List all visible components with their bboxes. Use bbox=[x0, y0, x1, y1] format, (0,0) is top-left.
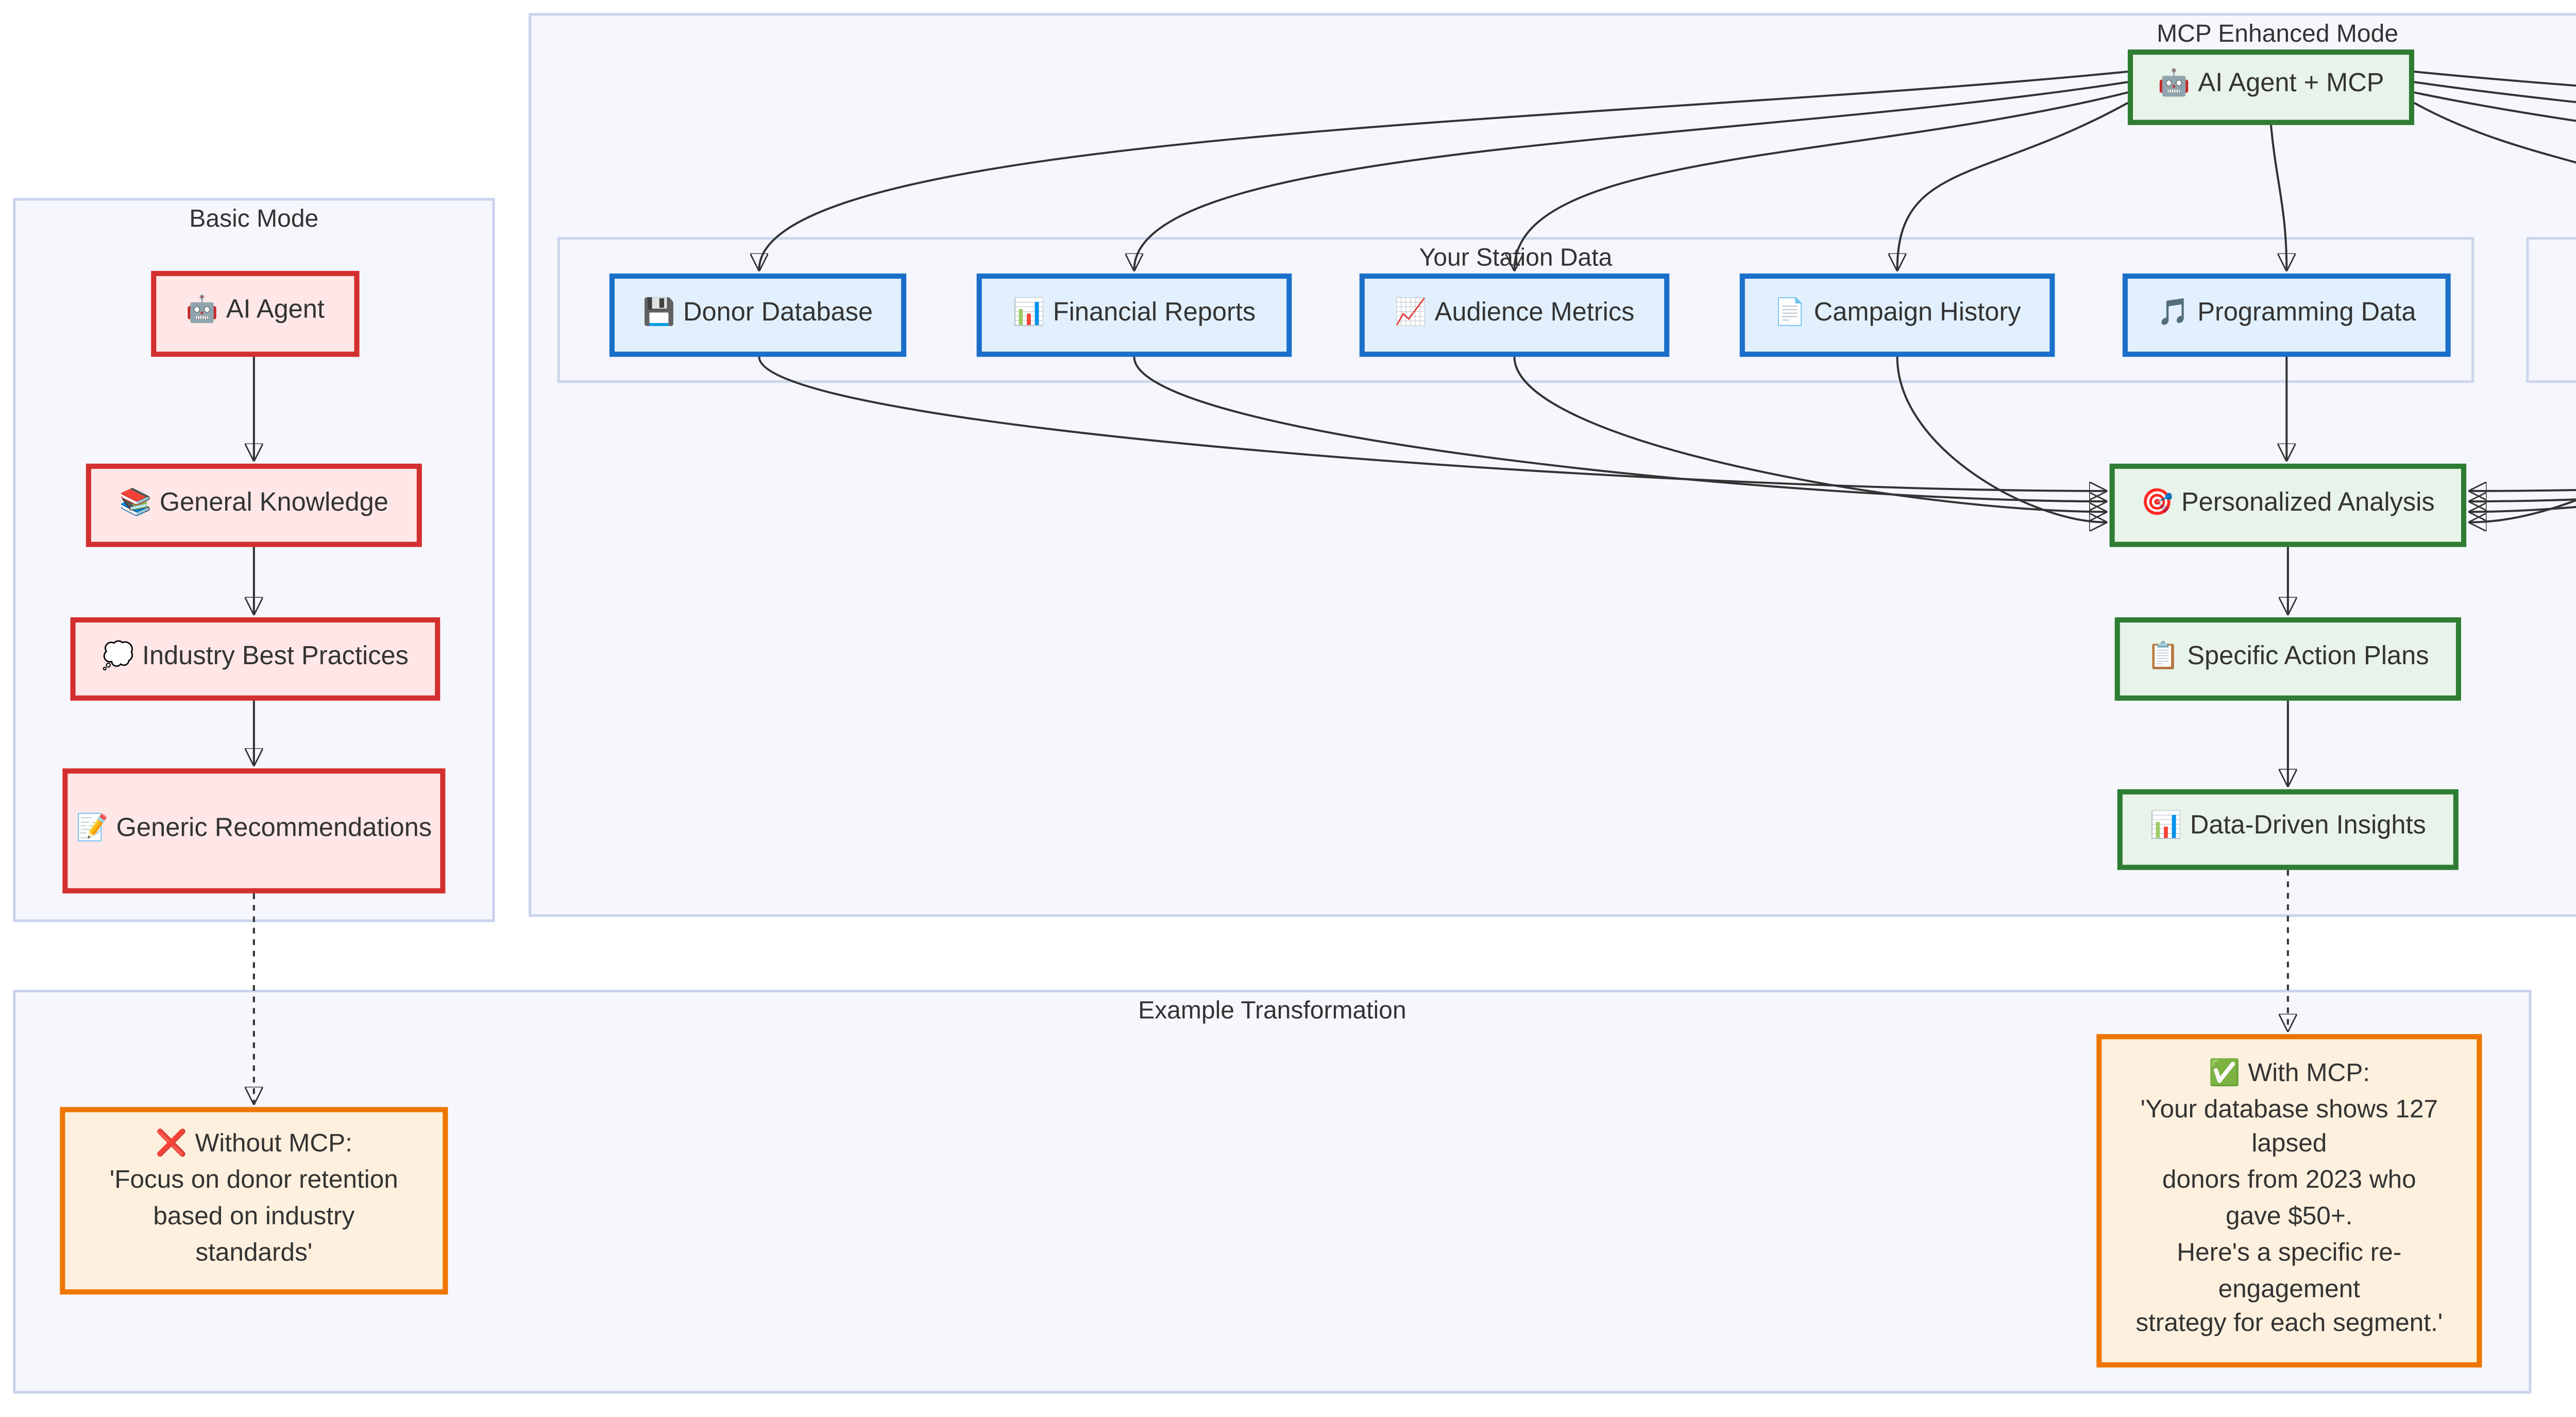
node-label: Personalized Analysis bbox=[2181, 489, 2435, 518]
node-label: AI Agent + MCP bbox=[2198, 71, 2384, 100]
node-label: General Knowledge bbox=[159, 489, 388, 518]
note-text-line: Here's a specific re- bbox=[2177, 1239, 2402, 1268]
cluster-title-live-connections: Live Connections bbox=[2529, 245, 2576, 274]
node-without-mcp: ❌Without MCP: 'Focus on donor retention … bbox=[60, 1107, 448, 1295]
chart-increasing-icon: 📈 bbox=[1394, 299, 1427, 328]
note-text-line: engagement bbox=[2218, 1275, 2361, 1304]
node-data-driven-insights: 📊 Data-Driven Insights bbox=[2117, 789, 2459, 870]
note-text-line: standards' bbox=[195, 1239, 313, 1268]
books-icon: 📚 bbox=[119, 489, 152, 518]
musical-note-icon: 🎵 bbox=[2157, 299, 2190, 328]
robot-icon: 🤖 bbox=[2158, 71, 2191, 100]
node-label: Financial Reports bbox=[1053, 299, 1256, 328]
memo-icon: 📝 bbox=[76, 814, 109, 844]
node-label: Industry Best Practices bbox=[142, 643, 409, 671]
node-audience-metrics: 📈Audience Metrics bbox=[1359, 273, 1670, 357]
note-text-line: lapsed bbox=[2251, 1131, 2327, 1160]
node-personalized-analysis: 🎯Personalized Analysis bbox=[2109, 463, 2467, 547]
bar-chart-icon: 📊 bbox=[2149, 813, 2182, 842]
node-generic-recommendations: 📝Generic Recommendations bbox=[62, 768, 446, 893]
cluster-title-example-transformation: Example Transformation bbox=[1138, 998, 1406, 1026]
note-text-line: donors from 2023 who bbox=[2162, 1167, 2416, 1196]
note-text-line: based on industry bbox=[153, 1203, 355, 1233]
robot-icon: 🤖 bbox=[185, 297, 218, 327]
note-title: With MCP: bbox=[2248, 1059, 2370, 1089]
node-label: Generic Recommendations bbox=[116, 814, 432, 844]
node-label: AI Agent bbox=[226, 297, 325, 327]
node-financial-reports: 📊 Financial Reports bbox=[976, 273, 1292, 357]
node-programming-data: 🎵Programming Data bbox=[2122, 273, 2451, 357]
node-label: Data-Driven Insights bbox=[2190, 813, 2426, 842]
node-label: Campaign History bbox=[1814, 299, 2021, 328]
page-icon: 📄 bbox=[1773, 299, 1806, 328]
note-text-line: 'Focus on donor retention bbox=[109, 1167, 398, 1196]
node-label: Donor Database bbox=[683, 299, 873, 328]
node-label: Audience Metrics bbox=[1434, 299, 1635, 328]
node-general-knowledge: 📚General Knowledge bbox=[86, 463, 422, 547]
floppy-disk-icon: 💾 bbox=[642, 299, 675, 328]
node-label: Programming Data bbox=[2197, 299, 2416, 328]
target-icon: 🎯 bbox=[2141, 489, 2174, 518]
note-title: Without MCP: bbox=[195, 1131, 353, 1160]
clipboard-icon: 📋 bbox=[2147, 643, 2180, 671]
cluster-live-connections: Live Connections bbox=[2526, 237, 2576, 383]
bar-chart-icon: 📊 bbox=[1012, 299, 1045, 328]
node-specific-action-plans: 📋Specific Action Plans bbox=[2114, 617, 2461, 701]
note-text-line: 'Your database shows 127 bbox=[2140, 1095, 2438, 1124]
node-campaign-history: 📄 Campaign History bbox=[1739, 273, 2055, 357]
note-text-line: gave $50+. bbox=[2226, 1203, 2353, 1233]
cross-mark-icon: ❌ bbox=[155, 1131, 188, 1160]
check-mark-icon: ✅ bbox=[2208, 1059, 2241, 1089]
node-ai-agent: 🤖 AI Agent bbox=[151, 271, 360, 357]
note-text-line: strategy for each segment.' bbox=[2136, 1311, 2443, 1340]
node-with-mcp: ✅With MCP: 'Your database shows 127 laps… bbox=[2096, 1034, 2482, 1368]
thought-balloon-icon: 💭 bbox=[101, 643, 134, 671]
cluster-title-your-station-data: Your Station Data bbox=[1419, 245, 1613, 274]
cluster-title-basic-mode: Basic Mode bbox=[189, 206, 319, 234]
node-industry-best-practices: 💭 Industry Best Practices bbox=[70, 617, 440, 701]
node-label: Specific Action Plans bbox=[2187, 643, 2429, 671]
node-donor-database: 💾 Donor Database bbox=[609, 273, 907, 357]
node-ai-agent-mcp: 🤖AI Agent + MCP bbox=[2127, 49, 2414, 125]
cluster-title-mcp-enhanced-mode: MCP Enhanced Mode bbox=[2157, 21, 2399, 50]
